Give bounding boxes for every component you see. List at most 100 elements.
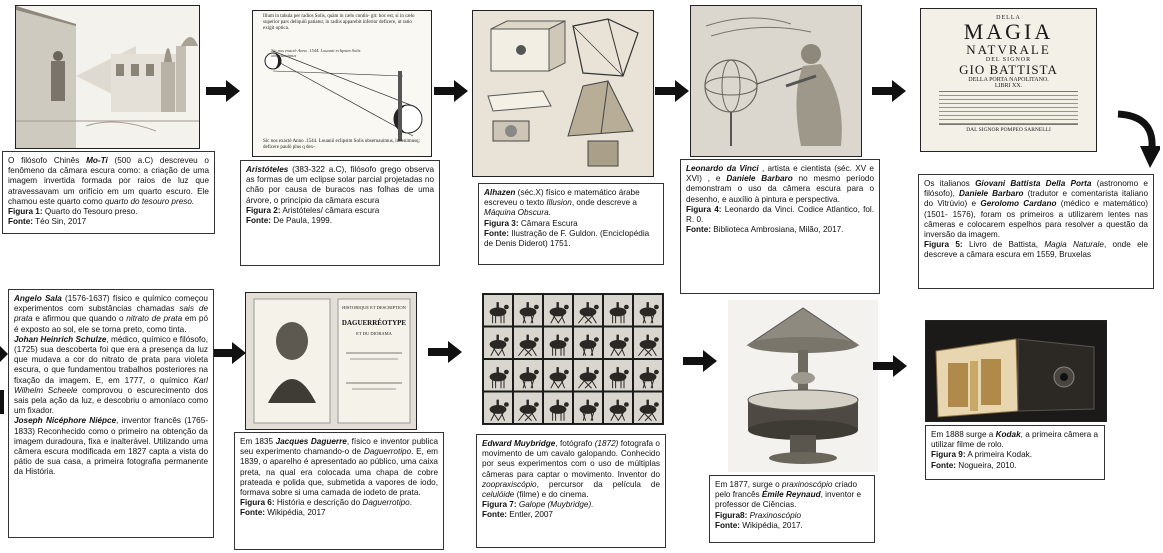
figure-8-image bbox=[728, 300, 878, 472]
text-run: e afirmou que quando o bbox=[32, 314, 127, 324]
arrow-right-icon bbox=[428, 341, 462, 363]
text-run: Daguerrotipo bbox=[363, 447, 412, 457]
card-praxinoscope: Em 1877, surge o praxinoscópio criado pe… bbox=[709, 475, 875, 543]
text-run: (1576-1637) físico e químico começou exp… bbox=[14, 294, 208, 314]
figure-6-title-line-2: DAGUERRÉOTYPE bbox=[341, 319, 407, 327]
text-run: Aristóteles bbox=[246, 165, 289, 174]
text-run: , a primeira câmera a utilizar filme de … bbox=[931, 430, 1099, 450]
text-run: zoopraxiscópio bbox=[482, 479, 537, 489]
da-vinci-sketch bbox=[691, 6, 861, 156]
horse-frame bbox=[634, 327, 662, 358]
figure-5-body-text-block bbox=[939, 91, 1078, 125]
text-run: Figura8: bbox=[715, 510, 748, 520]
figure-9-image bbox=[925, 320, 1107, 422]
text-run: Leonardo da Vinci bbox=[686, 164, 759, 173]
horse-frame bbox=[484, 327, 512, 358]
card-kodak: Em 1888 surge a Kodak, a primeira câmera… bbox=[925, 425, 1105, 480]
horse-frame bbox=[604, 360, 632, 391]
chinese-room-illustration bbox=[16, 6, 199, 148]
card-alhazen: Alhazen (séc.X) físico e matemático árab… bbox=[478, 183, 664, 265]
horse-frame bbox=[544, 295, 572, 326]
figure-2-label: Sic nos exactè Anno .1544. Louanii eclip… bbox=[271, 48, 361, 58]
text-run: fotografa o movimento de um cavalo galop… bbox=[482, 439, 660, 479]
figure-3-image bbox=[472, 10, 654, 177]
card-sala-schulze-niepce: Angelo Sala (1576-1637) físico e químico… bbox=[8, 289, 214, 538]
text-run: Fonte: bbox=[8, 217, 34, 227]
text-run: (séc.X) físico e matemático árabe escrev… bbox=[484, 188, 640, 208]
text-run: Os italianos bbox=[924, 179, 976, 188]
text-run: Livro de Battista, bbox=[962, 240, 1045, 250]
text-run: comprovou o escurecimento dos sais pela … bbox=[14, 385, 208, 416]
text-run: Edward Muybridge bbox=[482, 439, 556, 448]
text-run: Gerolomo Cardano bbox=[980, 199, 1057, 209]
horse-frame bbox=[544, 360, 572, 391]
text-run: Wikipédia, 2017. bbox=[740, 520, 803, 530]
text-run: , médico, químico e filósofo, (1725) sua… bbox=[14, 334, 209, 385]
horse-frame bbox=[514, 295, 542, 326]
text-run: Em 1877, surge o bbox=[715, 480, 782, 489]
text-run: (tradutor e comentarista italiano do Vit… bbox=[924, 189, 1149, 209]
text-run: celulóide bbox=[482, 490, 515, 500]
card-aristoteles: Aristóteles (383-322 a.C), filósofo greg… bbox=[240, 160, 440, 266]
text-run: Fonte: bbox=[240, 508, 266, 518]
horse-frame bbox=[574, 360, 602, 391]
text-run: Wikipédia, 2017 bbox=[265, 508, 326, 518]
figure-2-image: Illum in tabula per radios Solis, quàm i… bbox=[252, 10, 432, 157]
praxinoscope-illustration bbox=[728, 300, 878, 472]
figure-6-title-line-3: ET DU DIORAMA bbox=[356, 331, 392, 336]
text-run: , inventor francês (1765-1833) Reconheci… bbox=[14, 416, 208, 477]
figure-5-title-line-5: GIO BATTISTA bbox=[959, 62, 1058, 77]
left-edge-arrow-icon bbox=[0, 340, 8, 420]
text-run: Em 1888 surge a bbox=[931, 430, 996, 439]
text-run: (médico e matemático) (1501- 1576), fora… bbox=[924, 199, 1148, 240]
text-run: Alhazen bbox=[484, 188, 516, 197]
text-run: Illusion bbox=[546, 198, 572, 208]
text-run: Câmara Escura bbox=[518, 218, 578, 228]
text-run: criado pelo francês bbox=[715, 480, 858, 500]
horse-frame bbox=[514, 360, 542, 391]
horse-frame bbox=[574, 295, 602, 326]
figure-5-title-line-8: DAL SIGNOR POMPEO SARNELLI bbox=[966, 127, 1051, 133]
text-run: , onde descreve a bbox=[571, 198, 637, 208]
text-run: Angelo Sala bbox=[14, 294, 62, 303]
arrow-right-icon bbox=[655, 80, 689, 102]
card-daguerre: Em 1835 Jacques Daguerre, físico e inven… bbox=[234, 432, 444, 550]
text-run: nitrato de prata bbox=[126, 314, 183, 324]
kodak-camera-illustration bbox=[926, 321, 1106, 421]
text-run: De Paula, 1999. bbox=[271, 216, 333, 226]
horse-frame bbox=[634, 295, 662, 326]
figure-7-image bbox=[482, 293, 664, 425]
text-run: . bbox=[409, 498, 413, 508]
card-da-vinci: Leonardo da Vinci , artista e cientista … bbox=[680, 159, 880, 294]
text-run: Figura 6: bbox=[240, 498, 275, 508]
text-run: Fonte: bbox=[686, 225, 712, 235]
text-run: (1872) bbox=[594, 439, 619, 448]
figure-6-title-line-1: HISTORIQUE ET DESCRIPTION bbox=[342, 305, 406, 310]
text-run: no mesmo período demonstram o uso da câm… bbox=[686, 174, 875, 204]
card-muybridge: Edward Muybridge, fotógrafo (1872) fotog… bbox=[476, 434, 666, 548]
arrow-right-icon bbox=[212, 342, 246, 364]
text-run: Nogueira, 2010. bbox=[956, 460, 1017, 470]
text-run: (500 a.C) descreveu o fenômeno da câmara… bbox=[8, 156, 209, 206]
text-run: Joseph Nicéphore Niépce bbox=[14, 416, 117, 426]
text-run: , físico e inventor publica seu experime… bbox=[240, 437, 438, 457]
text-run: quarto do tesouro preso. bbox=[104, 196, 195, 206]
curved-arrow-icon bbox=[1110, 108, 1160, 170]
text-run: , inventor e professor de Ciências. bbox=[715, 490, 862, 510]
figure-5-image: DELLA MAGIA NATVRALE DEL SIGNOR GIO BATT… bbox=[920, 8, 1097, 152]
daguerreotype-book-illustration bbox=[246, 293, 416, 429]
text-run: Mo-Ti bbox=[86, 156, 108, 165]
horse-frame bbox=[634, 392, 662, 423]
text-run: Leonardo da Vinci. Codice Atlantico, fol… bbox=[686, 204, 874, 225]
text-run: Praxinoscópio bbox=[749, 510, 802, 520]
text-run: Johan Heinrich Schulze bbox=[14, 334, 107, 344]
text-run: (astronomo e filósofo), bbox=[924, 179, 1148, 199]
text-run: Daniele Barbaro bbox=[726, 174, 793, 184]
horse-frame bbox=[574, 327, 602, 358]
text-run: Figura 7: bbox=[482, 500, 517, 510]
horse-frame bbox=[484, 392, 512, 423]
arrow-right-icon bbox=[434, 80, 468, 102]
arrow-right-icon bbox=[206, 80, 240, 102]
text-run: O filósofo Chinês bbox=[8, 156, 87, 165]
text-run: Figura 3: bbox=[484, 218, 519, 228]
